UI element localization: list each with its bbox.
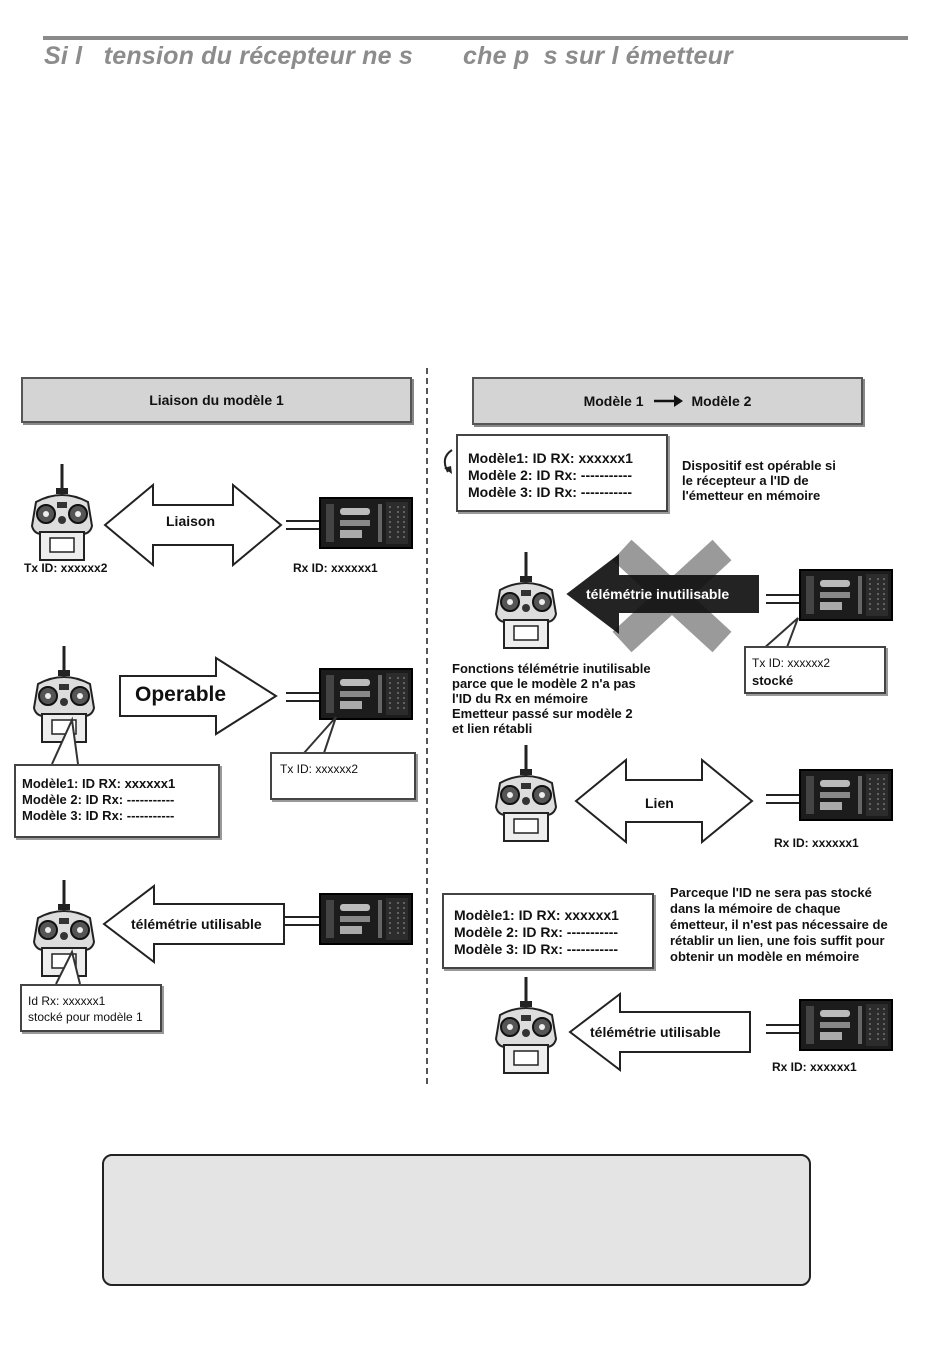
receiver-icon: [319, 497, 413, 549]
receiver-wires: [286, 520, 322, 530]
rx-callout-text: Tx ID: xxxxxx2: [280, 762, 359, 776]
rx-id-label: Rx ID: xxxxxx1: [293, 561, 378, 575]
operable-label: Operable: [135, 683, 227, 706]
note-line: parce que le modèle 2 n'a pas: [452, 676, 636, 691]
telemetry-usable-label: télémétrie utilisable: [131, 916, 262, 932]
right-header: Modèle 1 Modèle 2: [472, 377, 863, 425]
transmitter-icon: [494, 975, 558, 1075]
note-line: rétablir un lien, une fois suffit pour: [670, 933, 885, 948]
telemetry-note: Fonctions télémétrie inutilisable parce …: [452, 661, 651, 736]
note-line: le récepteur a l'ID de: [682, 473, 809, 488]
telemetry-usable-label: télémétrie utilisable: [590, 1024, 721, 1040]
receiver-wires: [284, 916, 320, 926]
note-line: Dispositif est opérable si: [682, 458, 836, 473]
memory-line: Modèle 2: ID Rx: -----------: [454, 924, 619, 940]
transmitter-icon: [494, 743, 558, 843]
header-to: Modèle 2: [691, 393, 752, 409]
memory-line: Modèle1: ID RX: xxxxxx1: [22, 776, 176, 791]
memory-line: Modèle 3: ID Rx: -----------: [468, 484, 633, 500]
memory-note-2: Parceque l'ID ne sera pas stocké dans la…: [670, 885, 888, 965]
telemetry-unusable-label: télémétrie inutilisable: [586, 586, 730, 602]
tx-callout: Id Rx: xxxxxx1 stocké pour modèle 1: [20, 984, 162, 1032]
receiver-wires: [766, 594, 802, 604]
tx-callout-line: Id Rx: xxxxxx1: [28, 994, 106, 1008]
receiver-icon: [799, 769, 893, 821]
operable-arrow: [119, 656, 278, 736]
tx-callout-line: stocké pour modèle 1: [28, 1010, 143, 1024]
header-from: Modèle 1: [583, 393, 644, 409]
note-line: et lien rétabli: [452, 721, 533, 736]
receiver-icon: [319, 668, 413, 720]
note-line: l'émetteur en mémoire: [682, 488, 821, 503]
telemetry-arrow: [568, 991, 751, 1073]
column-divider: [426, 368, 428, 1084]
rx-callout-right: Tx ID: xxxxxx2 stocké: [744, 646, 886, 694]
left-memory-box: Modèle1: ID RX: xxxxxx1 Modèle 2: ID Rx:…: [14, 764, 220, 838]
page-title: Si l tension du récepteur ne s che p s s…: [44, 42, 733, 70]
rx-callout-line: stocké: [752, 673, 794, 688]
liaison-label: Liaison: [166, 513, 216, 529]
callout-pointer: [51, 716, 79, 765]
telemetry-unusable-arrow: [566, 553, 759, 635]
callout-pointer: [761, 617, 799, 651]
receiver-icon: [799, 999, 893, 1051]
note-line: émetteur, il n'est pas nécessaire de: [670, 917, 888, 932]
transmitter-icon: [30, 462, 94, 562]
receiver-wires: [766, 794, 802, 804]
rx-callout-line: Tx ID: xxxxxx2: [752, 656, 831, 670]
receiver-wires: [286, 692, 322, 702]
left-header-label: Liaison du modèle 1: [149, 392, 284, 408]
memory-line: Modèle 2: ID Rx: -----------: [22, 792, 175, 807]
memory-line: Modèle1: ID RX: xxxxxx1: [454, 907, 619, 923]
memory-line: Modèle1: ID RX: xxxxxx1: [468, 450, 633, 466]
note-line: l'ID du Rx en mémoire: [452, 691, 589, 706]
double-arrow-liaison: [103, 482, 283, 568]
note-line: obtenir un modèle en mémoire: [670, 949, 860, 964]
rx-id-label: Rx ID: xxxxxx1: [772, 1060, 857, 1074]
right-memory-box-2: Modèle1: ID RX: xxxxxx1 Modèle 2: ID Rx:…: [442, 893, 654, 969]
curved-arrow-icon: [443, 449, 453, 474]
lien-label: Lien: [645, 795, 674, 811]
note-line: Fonctions télémétrie inutilisable: [452, 661, 651, 676]
rx-callout: Tx ID: xxxxxx2: [270, 752, 416, 800]
tx-id-label: Tx ID: xxxxxx2: [24, 561, 108, 575]
transmitter-icon: [494, 550, 558, 650]
rx-id-label: Rx ID: xxxxxx1: [774, 836, 859, 850]
double-arrow-lien: [574, 757, 754, 845]
callout-pointer: [55, 949, 81, 985]
note-line: dans la mémoire de chaque: [670, 901, 841, 916]
memory-line: Modèle 3: ID Rx: -----------: [22, 808, 175, 823]
right-memory-box: Modèle1: ID RX: xxxxxx1 Modèle 2: ID Rx:…: [456, 434, 668, 512]
title-rule: [43, 36, 908, 40]
arrow-right-icon: [653, 395, 683, 407]
note-line: Emetteur passé sur modèle 2: [452, 706, 633, 721]
receiver-icon: [319, 893, 413, 945]
callout-pointer: [303, 716, 337, 754]
note-box: [102, 1154, 811, 1286]
memory-line: Modèle 2: ID Rx: -----------: [468, 467, 633, 483]
note-line: Parceque l'ID ne sera pas stocké: [670, 885, 872, 900]
left-header: Liaison du modèle 1: [21, 377, 412, 423]
memory-note: Dispositif est opérable si le récepteur …: [682, 458, 836, 503]
receiver-wires: [766, 1024, 802, 1034]
receiver-icon: [799, 569, 893, 621]
memory-line: Modèle 3: ID Rx: -----------: [454, 941, 619, 957]
